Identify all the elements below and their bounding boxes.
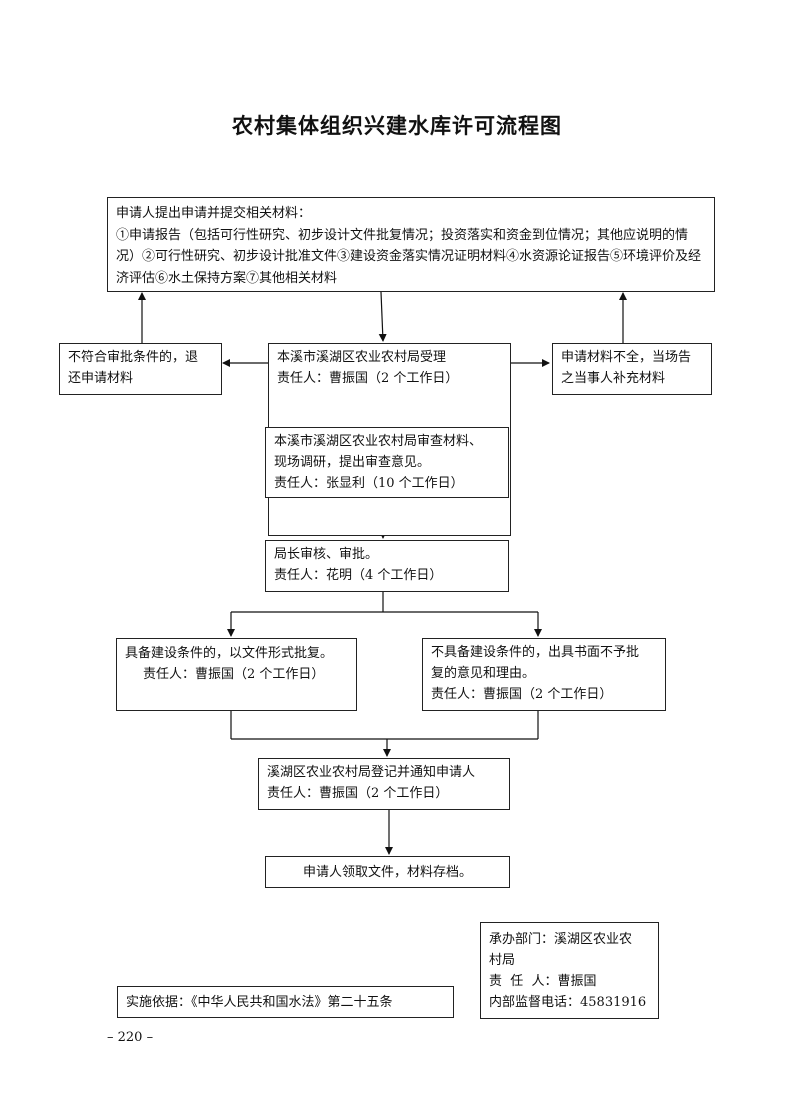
- contact-phone: 内部监督电话：45831916: [489, 995, 647, 1010]
- deny-line1: 不具备建设条件的，出具书面不予批: [431, 645, 640, 660]
- approve-line1: 具备建设条件的，以文件形式批复。: [125, 646, 334, 661]
- page-number: – 220 –: [107, 1030, 154, 1045]
- director-box: 局长审核、审批。 责任人：花明（4 个工作日）: [265, 540, 509, 592]
- register-line1: 溪湖区农业农村局登记并通知申请人: [267, 765, 476, 780]
- contact-department: 承办部门：溪湖区农业农: [489, 932, 633, 947]
- page-title: 农村集体组织兴建水库许可流程图: [232, 114, 562, 138]
- apply-materials-list: ①申请报告（包括可行性研究、初步设计文件批复情况；投资落实和资金到位情况；其他应…: [116, 227, 702, 286]
- legal-basis: 实施依据：《中华人民共和国水法》第二十五条: [126, 995, 393, 1010]
- legal-basis-box: 实施依据：《中华人民共和国水法》第二十五条: [117, 986, 454, 1018]
- register-line2: 责任人：曹振国（2 个工作日）: [267, 786, 449, 801]
- director-line2: 责任人：花明（4 个工作日）: [274, 568, 443, 583]
- deny-line2: 复的意见和理由。: [431, 666, 536, 681]
- director-line1: 局长审核、审批。: [274, 547, 379, 562]
- approve-box: 具备建设条件的，以文件形式批复。 责任人：曹振国（2 个工作日）: [116, 638, 357, 711]
- accept-line1: 本溪市溪湖区农业农村局受理: [277, 350, 447, 365]
- supplement-line1: 申请材料不全，当场告: [561, 350, 692, 365]
- supplement-line2: 之当事人补充材料: [561, 371, 666, 386]
- apply-heading: 申请人提出申请并提交相关材料：: [116, 206, 312, 221]
- contact-person: 责 任 人：曹振国: [489, 974, 597, 989]
- review-line2: 现场调研，提出审查意见。: [274, 455, 431, 470]
- apply-materials-box: 申请人提出申请并提交相关材料： ①申请报告（包括可行性研究、初步设计文件批复情况…: [107, 197, 715, 292]
- collect-line1: 申请人领取文件，材料存档。: [302, 865, 472, 880]
- deny-line3: 责任人：曹振国（2 个工作日）: [431, 687, 613, 702]
- contact-department-cont: 村局: [489, 953, 516, 968]
- register-box: 溪湖区农业农村局登记并通知申请人 责任人：曹振国（2 个工作日）: [258, 758, 510, 810]
- contact-box: 承办部门：溪湖区农业农 村局 责 任 人：曹振国 内部监督电话：45831916: [480, 922, 659, 1019]
- supplement-box: 申请材料不全，当场告 之当事人补充材料: [552, 343, 712, 395]
- reject-line1: 不符合审批条件的，退: [68, 350, 199, 365]
- review-line1: 本溪市溪湖区农业农村局审查材料、: [274, 434, 483, 449]
- arrow-apply-to-accept: [378, 291, 387, 342]
- approve-line2: 责任人：曹振国（2 个工作日）: [143, 667, 325, 682]
- collect-box: 申请人领取文件，材料存档。: [265, 856, 510, 888]
- deny-box: 不具备建设条件的，出具书面不予批 复的意见和理由。 责任人：曹振国（2 个工作日…: [422, 638, 666, 711]
- reject-line2: 还申请材料: [68, 371, 134, 386]
- review-box: 本溪市溪湖区农业农村局审查材料、 现场调研，提出审查意见。 责任人：张显利（10…: [265, 427, 509, 498]
- review-line3: 责任人：张显利（10 个工作日）: [274, 476, 464, 491]
- accept-line2: 责任人：曹振国（2 个工作日）: [277, 371, 459, 386]
- reject-box: 不符合审批条件的，退 还申请材料: [59, 343, 222, 395]
